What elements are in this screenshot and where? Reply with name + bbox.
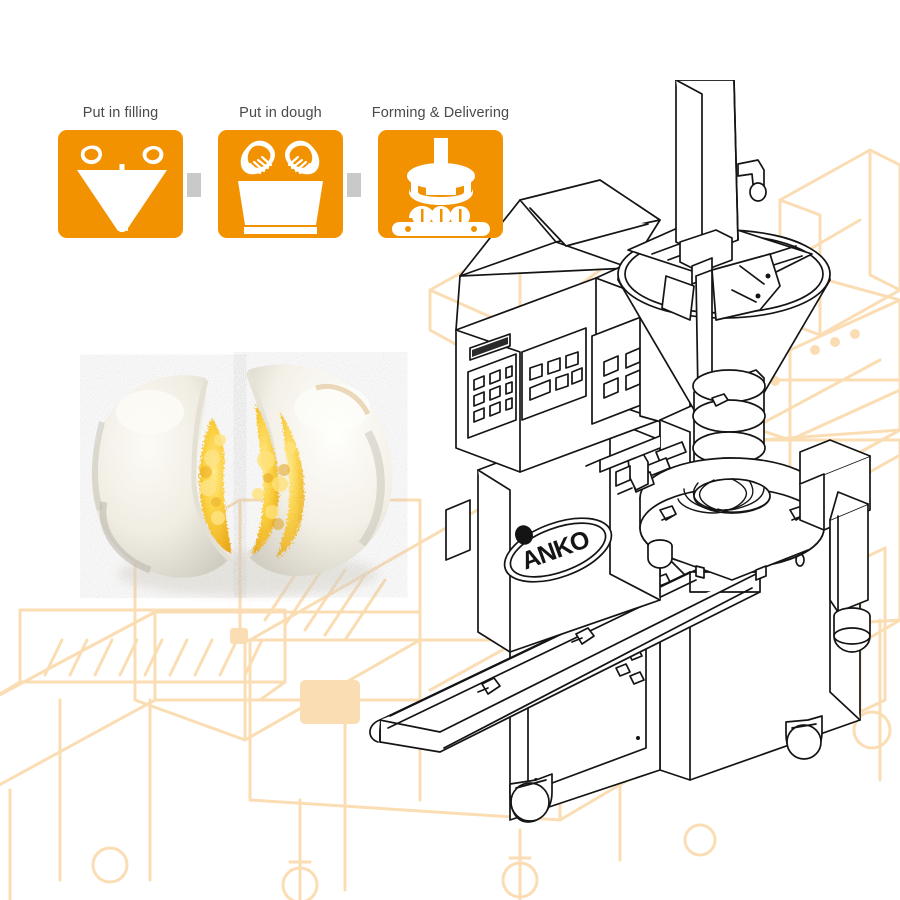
process-step-2[interactable]: Put in dough (218, 105, 343, 238)
process-connector-1 (187, 173, 221, 197)
connector-dot (347, 173, 361, 185)
forming-head (639, 439, 871, 581)
process-step-1[interactable]: Put in filling (58, 105, 183, 238)
process-steps: Put in filling (56, 100, 536, 245)
connector-dot (187, 173, 201, 185)
process-step-1-label: Put in filling (82, 105, 159, 121)
machine-line-drawing: ANKO (369, 80, 871, 823)
product-photo-steamed-bun (91, 364, 393, 596)
connector-dot (347, 185, 361, 197)
process-step-2-label: Put in dough (239, 105, 322, 121)
filling-hopper (617, 80, 831, 421)
connector-dot (187, 185, 201, 197)
process-step-3-label: Forming & Delivering (371, 105, 510, 121)
forming-head-conveyor-icon (392, 138, 490, 236)
process-step-3[interactable]: Forming & Delivering (372, 105, 509, 238)
dough-hands-hopper-icon (238, 140, 323, 234)
filling-hopper-auger-icon (77, 145, 167, 232)
process-connector-2 (347, 173, 381, 197)
brand-badge: ANKO (503, 517, 613, 583)
